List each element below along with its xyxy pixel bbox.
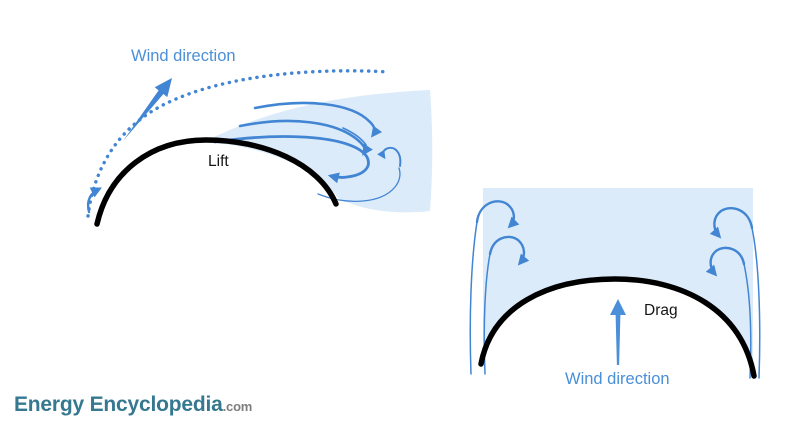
drag-vortex-tail-left-outer: [469, 221, 478, 375]
energy-encyclopedia-logo: Energy Encyclopedia.com: [14, 393, 252, 417]
drag-vortex-arrow-right-outer: [709, 206, 754, 239]
lift-streamlines-group: [213, 101, 402, 202]
drag-vortex-arrow-left-inner: [488, 235, 530, 266]
lift-vortex-curl: [377, 147, 402, 167]
drag-vortex-group-left: [469, 200, 530, 375]
drag-force-label: Drag: [644, 302, 678, 319]
lift-wind-direction-label: Wind direction: [131, 47, 236, 65]
leading-edge-flow-arrow: [86, 187, 102, 214]
lift-shaded-region: [204, 90, 433, 213]
lift-diagram-group: [86, 69, 433, 227]
drag-diagram-group: [469, 188, 761, 436]
logo-name-text: Energy Encyclopedia: [14, 393, 223, 416]
drag-vortex-arrow-left-outer: [475, 200, 520, 229]
drag-wind-direction-label: Wind direction: [565, 370, 670, 388]
lift-streamline-loop: [213, 135, 370, 184]
lift-streamline-top: [253, 101, 383, 138]
lift-streamline-middle: [238, 119, 373, 156]
drag-vortex-arrow-right-inner: [705, 246, 746, 277]
lift-force-label: Lift: [208, 153, 229, 170]
logo-tld-text: .com: [222, 399, 253, 414]
wind-direction-arrow-drag: [610, 299, 626, 365]
lift-airfoil-arc: [94, 137, 339, 227]
lift-dotted-flow-line: [86, 69, 391, 218]
drag-cup-arc: [478, 276, 757, 379]
drag-vortex-tail-right-outer: [751, 227, 761, 379]
wind-direction-arrow-lift: [123, 78, 172, 141]
lift-trailing-swoosh: [317, 167, 401, 202]
lift-streamline-short: [342, 127, 367, 146]
